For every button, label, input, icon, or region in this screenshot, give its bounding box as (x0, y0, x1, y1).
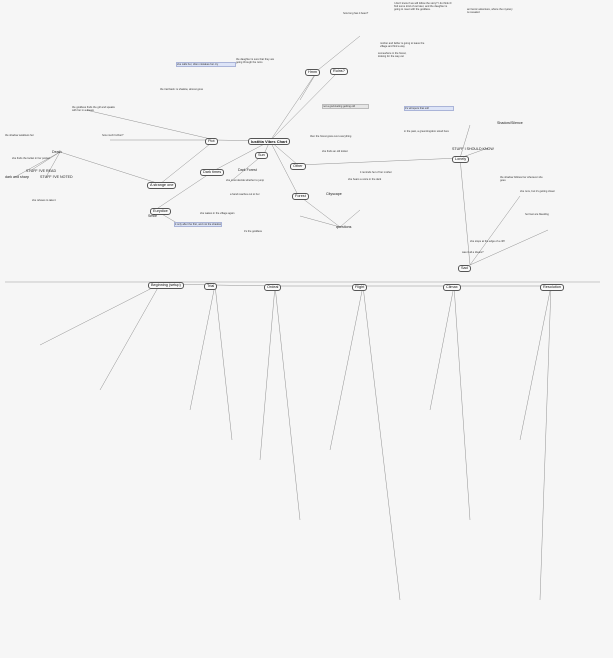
node-forest[interactable]: Forest (292, 193, 309, 200)
edge-33 (259, 285, 276, 461)
note-23: the shadow swallows her (5, 134, 34, 137)
label-dark-sharp: dark and sharp (5, 175, 29, 179)
note-4: mother and father is going to leave the … (380, 42, 425, 49)
node-lonely[interactable]: Lonely (452, 156, 470, 163)
node-ruins[interactable]: Ruins? (330, 68, 348, 75)
note-9: how much further? (102, 134, 124, 137)
edge-9 (159, 139, 216, 185)
edge-18 (14, 151, 61, 178)
edge-21 (297, 194, 341, 228)
note-21: it's the goddess (244, 230, 262, 233)
note-10: in the past, a great kingdom stood here (404, 130, 449, 133)
note-17: her feet are bleeding (525, 213, 549, 216)
edge-37 (429, 285, 455, 411)
note-12: she finds an old locket (322, 150, 348, 153)
central-node[interactable]: Iustitia Vibes Chart (248, 138, 291, 145)
note-2: an heroic adventure, where the mystery i… (467, 8, 513, 15)
note-11: then the forest grew over everything (310, 135, 352, 138)
edge-38 (453, 285, 471, 521)
edge-3 (214, 140, 271, 171)
edge-1 (269, 69, 319, 142)
node-hmm[interactable]: Hmm (305, 69, 321, 76)
edge-20 (29, 151, 61, 172)
label-cityscape: Cityscape (326, 192, 342, 196)
node-sun[interactable]: Sun (255, 152, 268, 159)
note-3: how long has it been? (343, 12, 369, 15)
edge-30 (99, 283, 161, 391)
note-5: somewhere in the forest, looking for the… (378, 52, 407, 59)
node-plot[interactable]: Plot (205, 138, 218, 145)
edge-10 (154, 169, 216, 211)
note-13: it reminds her of her mother (360, 171, 392, 174)
note-15: the shadow follows her wherever she goes (500, 176, 543, 183)
node-other[interactable]: Other (290, 163, 306, 170)
note-22: she refuses to take it (32, 199, 56, 202)
edge-23 (339, 209, 361, 228)
timeline-flight[interactable]: Flight (352, 284, 368, 291)
note-8: the goddess finds the girl and speaks wi… (72, 106, 115, 113)
edge-28 (85, 109, 216, 141)
note-6: the daughter is sure that they are going… (236, 58, 275, 65)
edge-22 (299, 215, 341, 228)
node-dark-times[interactable]: Dark times (200, 169, 225, 176)
label-death: Death (52, 150, 62, 154)
edge-24 (317, 35, 361, 71)
node-strange[interactable]: A strange one (147, 182, 177, 189)
label-stuff-noted: STUFF I'VE NOTED (40, 175, 73, 179)
edge-39 (519, 285, 552, 441)
note-24: she wakes in the village again (200, 212, 235, 215)
edge-17 (59, 151, 161, 185)
note-highlight-2: not a god-feeling getting old (322, 104, 369, 110)
note-highlight-4: it only after the first, and not the sha… (174, 222, 222, 228)
timeline-ordeal[interactable]: Ordeal (264, 284, 282, 291)
note-1: I don't know if we will follow the story… (394, 2, 452, 12)
note-14: she hears a voice in the dark (348, 178, 382, 181)
timeline-beginning[interactable]: Beginning (setup) (148, 282, 184, 289)
edge-12 (459, 124, 471, 159)
label-smile: Smile (148, 214, 157, 218)
edge-11 (297, 157, 461, 166)
note-7: the trail back: is shadow, almost gone (160, 88, 204, 91)
note-19: she must decide whether to jump (226, 179, 265, 182)
edge-31 (189, 284, 216, 411)
edge-19 (45, 151, 61, 178)
note-26: she finds the locket in her pocket (12, 157, 50, 160)
node-eurydice[interactable]: Eurydice (150, 208, 171, 215)
note-highlight-3: it's whispers that soft (404, 106, 454, 112)
note-highlight-1: she calls her, often mistakes her cry (176, 62, 236, 68)
edge-35 (329, 285, 364, 451)
node-sad[interactable]: Sad (458, 265, 471, 272)
edge-6 (269, 140, 299, 196)
edge-16 (469, 195, 521, 266)
edge-2 (269, 69, 341, 142)
timeline-trial[interactable]: Trial (204, 283, 218, 290)
note-16: she runs, but it's getting closer (520, 190, 555, 193)
edge-7 (269, 140, 299, 166)
note-25: was it all a dream? (462, 251, 484, 254)
edge-14 (459, 157, 471, 266)
edge-40 (539, 285, 552, 601)
edge-15 (469, 229, 549, 266)
label-stuff-read: STUFF I'VE READ (26, 169, 57, 173)
note-20: a hand reaches out to her (230, 193, 260, 196)
label-questions: questions (336, 225, 352, 229)
edge-36 (362, 285, 401, 601)
timeline-resolution[interactable]: Resolution (540, 284, 564, 291)
label-shadow: Shadow/Silence (497, 121, 523, 125)
edge-29 (39, 283, 161, 346)
edge-32 (214, 284, 233, 441)
label-dark-forest: Dark Forest (238, 168, 257, 172)
timeline-climax[interactable]: Climax (443, 284, 461, 291)
note-18: she stops at the edge of a cliff (470, 240, 505, 243)
label-stuff-know: STUFF I SHOULD KNOW (452, 147, 494, 151)
edge-34 (274, 285, 301, 521)
